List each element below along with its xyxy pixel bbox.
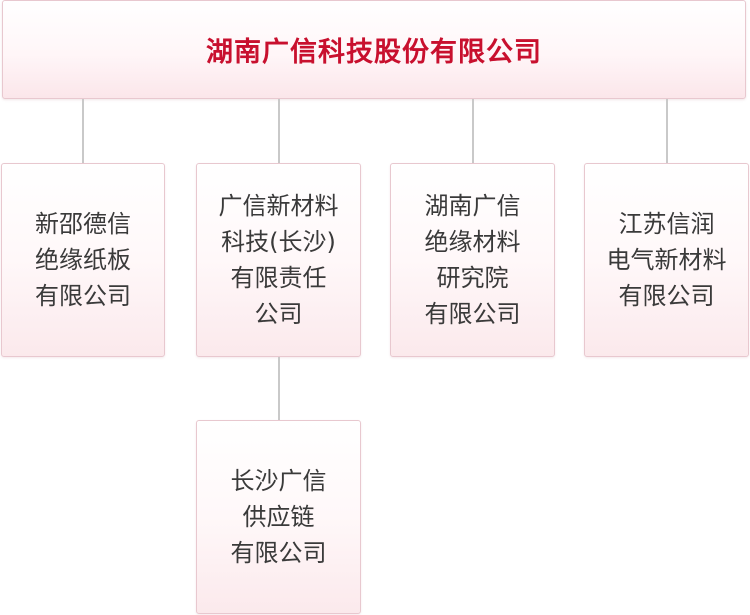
node-text-line: 有限公司 <box>230 539 327 567</box>
sub-subsidiary-box-supply-chain: 长沙广信 供应链 有限公司 <box>196 420 361 614</box>
subsidiary-box-research-institute: 湖南广信 绝缘材料 研究院 有限公司 <box>390 163 555 357</box>
connector-root-sub3 <box>472 99 474 163</box>
connector-root-sub4 <box>666 99 668 163</box>
node-text-line: 有限责任 <box>230 264 327 292</box>
subsidiary-box-xinshao: 新邵德信 绝缘纸板 有限公司 <box>1 163 165 357</box>
node-text-line: 科技(长沙) <box>221 228 336 256</box>
node-text-line: 湖南广信 <box>424 192 521 220</box>
node-text-line: 新邵德信 <box>35 210 131 238</box>
subsidiary-box-changsha-materials: 广信新材料 科技(长沙) 有限责任 公司 <box>196 163 361 357</box>
node-text-line: 电气新材料 <box>606 246 727 274</box>
connector-root-sub1 <box>82 99 84 163</box>
node-text-line: 长沙广信 <box>230 467 327 495</box>
node-text-line: 研究院 <box>436 264 509 292</box>
root-company-box: 湖南广信科技股份有限公司 <box>2 0 746 99</box>
node-text-line: 有限公司 <box>424 300 521 328</box>
node-text-line: 供应链 <box>242 503 315 531</box>
node-text-line: 公司 <box>254 300 303 328</box>
connector-sub2-supplychain <box>278 357 280 420</box>
node-text-line: 绝缘纸板 <box>35 246 131 274</box>
root-company-title: 湖南广信科技股份有限公司 <box>206 37 542 68</box>
node-text-line: 江苏信润 <box>618 210 715 238</box>
node-text-line: 有限公司 <box>618 282 715 310</box>
node-text-line: 有限公司 <box>35 282 131 310</box>
subsidiary-box-jiangsu-xinrun: 江苏信润 电气新材料 有限公司 <box>584 163 749 357</box>
node-text-line: 广信新材料 <box>218 192 339 220</box>
connector-root-sub2 <box>278 99 280 163</box>
node-text-line: 绝缘材料 <box>424 228 521 256</box>
